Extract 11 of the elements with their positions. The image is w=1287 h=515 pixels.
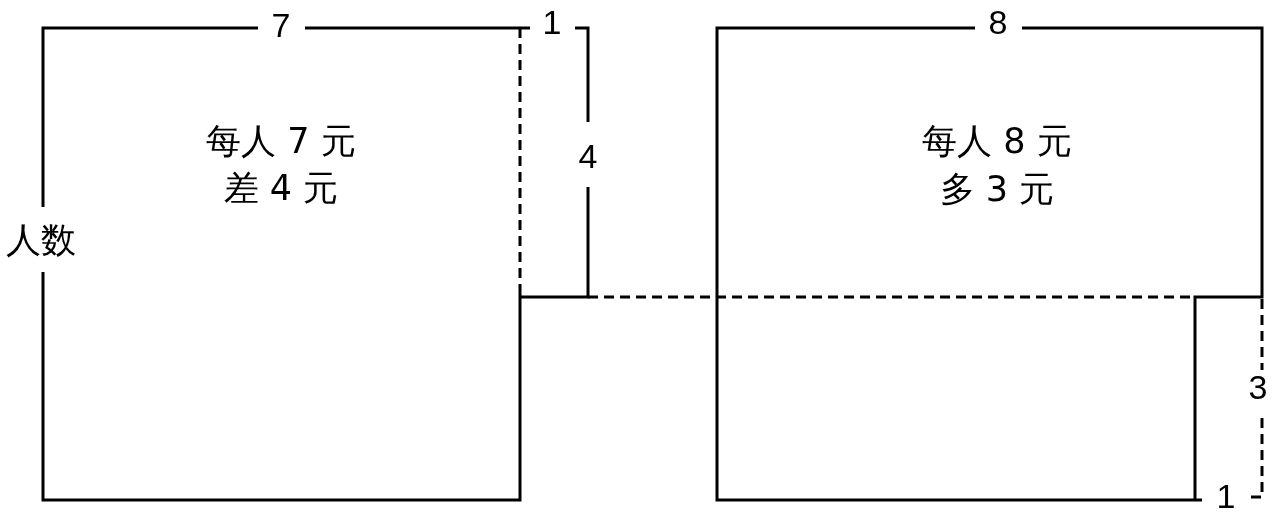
difference-label: 差 4 元: [223, 170, 339, 206]
dimension-label: 人数: [6, 222, 76, 258]
dimension-label: 7: [271, 8, 291, 42]
dimension-label: 4: [578, 139, 598, 173]
price-per-person-label: 每人 7 元: [206, 123, 356, 159]
dimension-label: 8: [988, 5, 1008, 39]
price-per-person-label: 每人 8 元: [922, 123, 1072, 159]
difference-label: 多 3 元: [939, 171, 1055, 207]
dimension-label: 1: [1216, 479, 1236, 513]
dimension-label: 1: [542, 5, 562, 39]
dimension-label: 3: [1248, 370, 1268, 404]
